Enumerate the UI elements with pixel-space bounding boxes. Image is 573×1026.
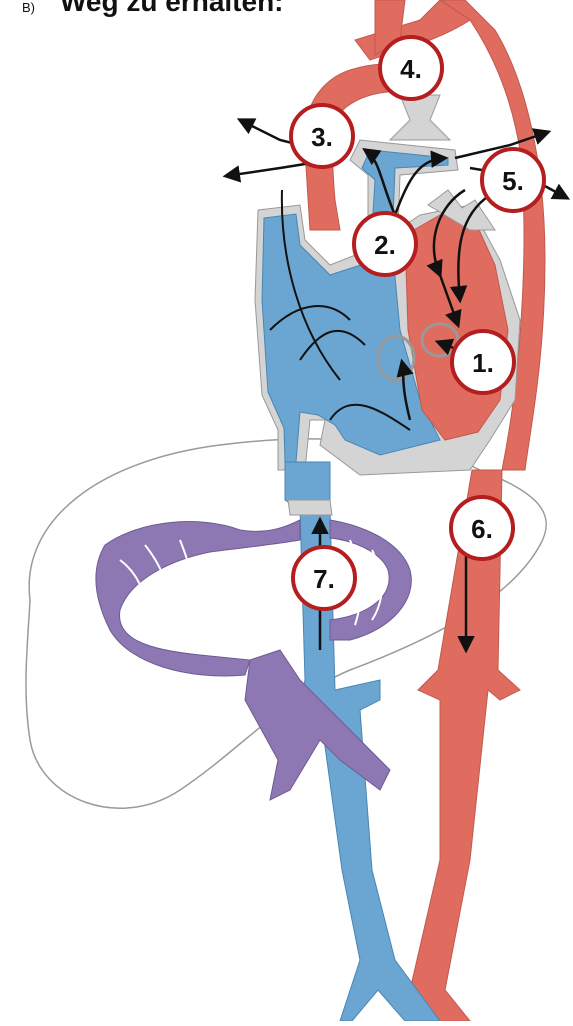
ductus-venosus-segment: [288, 500, 332, 515]
label-4-text: 4.: [400, 54, 422, 84]
label-5-text: 5.: [502, 166, 524, 196]
label-6: 6.: [451, 497, 513, 559]
label-2-text: 2.: [374, 230, 396, 260]
label-4: 4.: [380, 37, 442, 99]
header-title: Weg zu erhalten:: [60, 0, 284, 18]
label-1: 1.: [452, 331, 514, 393]
header-prefix: B): [22, 0, 35, 15]
label-6-text: 6.: [471, 514, 493, 544]
label-7: 7.: [293, 547, 355, 609]
label-5: 5.: [482, 149, 544, 211]
label-7-text: 7.: [313, 564, 335, 594]
label-3: 3.: [291, 105, 353, 167]
label-3-text: 3.: [311, 122, 333, 152]
label-2: 2.: [354, 213, 416, 275]
ductus-arteriosus: [390, 95, 450, 140]
label-1-text: 1.: [472, 348, 494, 378]
